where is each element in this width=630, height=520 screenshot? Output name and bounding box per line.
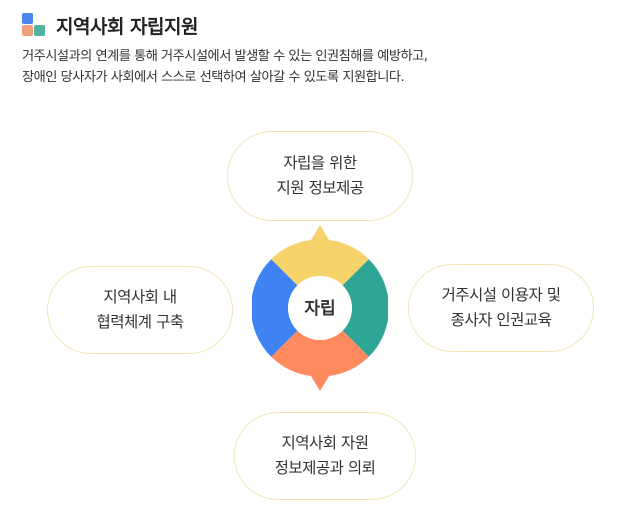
bubble-top-line-2: 지원 정보제공: [276, 179, 365, 197]
bubble-bottom-line-1: 지역사회 자원: [281, 434, 370, 452]
bubble-bottom: 지역사회 자원 정보제공과 의뢰: [234, 412, 416, 500]
description-line-2: 장애인 당사자가 사회에서 스스로 선택하여 살아갈 수 있도록 지원합니다.: [22, 70, 405, 85]
description-line-1: 거주시설과의 연계를 통해 거주시설에서 발생할 수 있는 인권침해를 예방하고…: [22, 49, 428, 64]
segment-top: [271, 225, 369, 286]
segment-left: [252, 259, 298, 357]
bubble-right-line-2: 종사자 인권교육: [450, 311, 552, 329]
bubble-bottom-line-2: 정보제공과 의뢰: [274, 459, 376, 477]
segment-bottom: [271, 330, 369, 391]
bubble-top: 자립을 위한 지원 정보제공: [227, 131, 413, 221]
center-label: 자립: [304, 299, 335, 319]
bubble-left: 지역사회 내 협력체계 구축: [47, 266, 233, 354]
bubble-right: 거주시설 이용자 및 종사자 인권교육: [408, 264, 594, 352]
page-title: 지역사회 자립지원: [56, 15, 198, 38]
header: 지역사회 자립지원 거주시설과의 연계를 통해 거주시설에서 발생할 수 있는 …: [22, 10, 612, 88]
bubble-left-line-2: 협력체계 구축: [96, 313, 185, 331]
bubble-top-line-1: 자립을 위한: [283, 154, 357, 172]
page-description: 거주시설과의 연계를 통해 거주시설에서 발생할 수 있는 인권침해를 예방하고…: [22, 46, 612, 88]
cycle-wheel: 자립: [252, 225, 388, 391]
bubble-left-line-1: 지역사회 내: [103, 288, 177, 306]
logo-icon: [22, 13, 46, 37]
center-circle: [288, 276, 352, 340]
segment-right: [342, 259, 388, 357]
title-row: 지역사회 자립지원: [22, 10, 612, 40]
bubble-right-line-1: 거주시설 이용자 및: [441, 286, 561, 304]
